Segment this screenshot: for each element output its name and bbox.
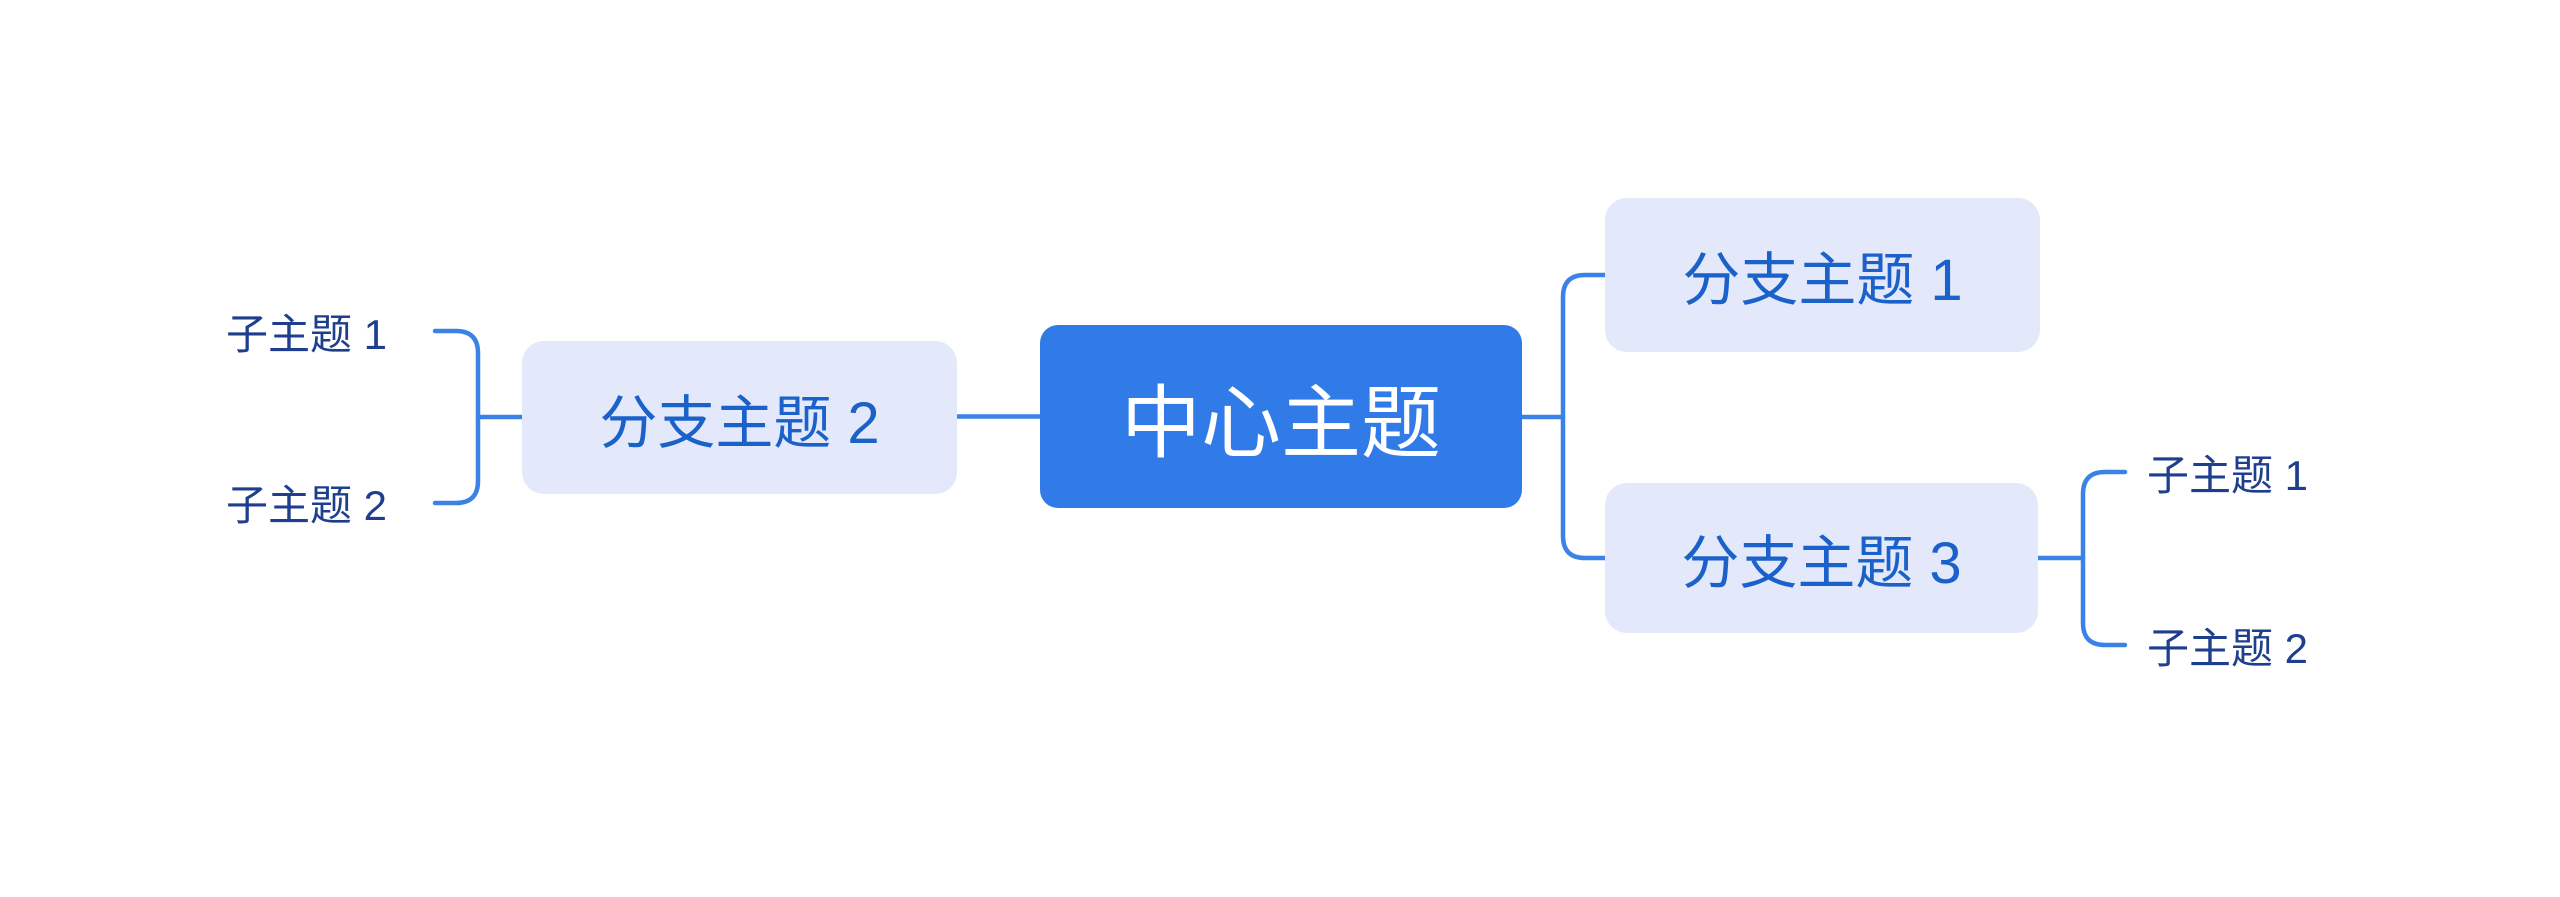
branch3-subtopic-2-node[interactable]: 子主题 2: [2147, 615, 2308, 675]
branch2-subtopic-2-node[interactable]: 子主题 2: [226, 472, 387, 532]
connector-right-subtopics-bracket: [2080, 469, 2128, 648]
branch-topic-2-label: 分支主题 2: [599, 390, 880, 456]
connector-right-trunk: [1560, 272, 1608, 561]
branch3-subtopic-1-node[interactable]: 子主题 1: [2147, 442, 2308, 502]
branch3-subtopic-2-label: 子主题 2: [2147, 624, 2309, 672]
branch2-subtopic-1-label: 子主题 1: [226, 310, 388, 358]
branch-topic-1-label: 分支主题 1: [1682, 248, 1963, 313]
branch-topic-3-label: 分支主题 3: [1681, 531, 1962, 596]
central-topic-node[interactable]: 中心主题: [1040, 325, 1522, 508]
branch2-subtopic-2-label: 子主题 2: [226, 481, 388, 529]
branch-topic-2-node[interactable]: 分支主题 2: [522, 341, 957, 494]
central-topic-label: 中心主题: [1121, 378, 1441, 468]
branch-topic-3-node[interactable]: 分支主题 3: [1605, 483, 2038, 633]
branch2-subtopic-1-node[interactable]: 子主题 1: [226, 301, 387, 361]
branch-topic-1-node[interactable]: 分支主题 1: [1605, 198, 2040, 352]
connector-left-subtopics-bracket: [432, 328, 481, 506]
branch3-subtopic-1-label: 子主题 1: [2147, 451, 2309, 499]
